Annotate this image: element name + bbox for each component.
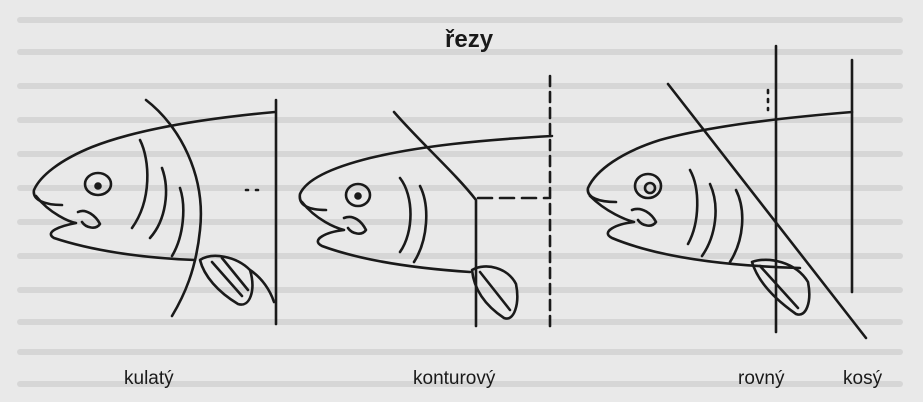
fish-head-straight-oblique-cut: [588, 46, 866, 338]
caption-oblique-cut: kosý: [843, 368, 882, 390]
caption-round-cut: kulatý: [124, 368, 174, 390]
caption-contour-cut: konturový: [413, 368, 495, 390]
caption-straight-cut: rovný: [738, 368, 784, 390]
diagram-title: řezy: [445, 26, 493, 54]
background-text-lines: [20, 20, 900, 384]
